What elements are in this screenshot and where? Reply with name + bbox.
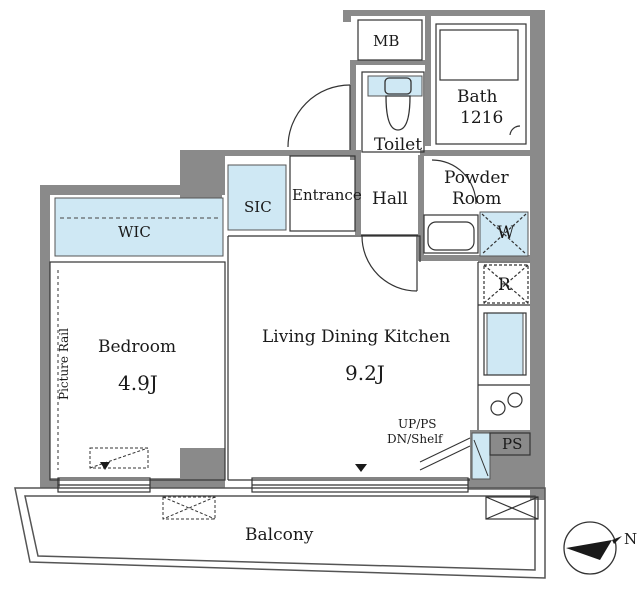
toilet-fixture [384,77,412,131]
powder-room-label-2: Room [452,189,501,209]
balcony-label: Balcony [245,525,314,545]
dn-shelf-label: DN/Shelf [387,432,444,446]
windows [57,477,469,493]
toilet-label: Toilet [374,135,422,155]
ps-shelf [471,432,491,480]
hall-label: Hall [372,189,408,209]
refrigerator-label: R [498,275,512,295]
sic-label: SIC [244,198,272,216]
bedroom-size-label: 4.9J [118,371,158,395]
ps-label: PS [502,435,522,453]
powder-room-label-1: Powder [444,168,509,188]
interior-lines [49,19,531,481]
shelf-lines [419,437,489,477]
entry-markers [100,462,367,472]
bath-size-label: 1216 [460,108,503,128]
toilet-shelf [367,75,423,97]
labels: MB Bath 1216 Toilet Powder Room Hall Ent… [57,32,522,545]
ldk-size-label: 9.2J [345,361,385,385]
bath-label: Bath [457,87,497,107]
entrance-label: Entrance [292,186,362,204]
walls [40,10,545,500]
ldk-label: Living Dining Kitchen [262,327,450,347]
picture-rail-label: Picture Rail [57,328,71,400]
ldk-window-arrow [355,464,367,472]
bedroom-window-arrow [100,462,110,470]
bedroom-label: Bedroom [98,337,176,357]
dashed-boxes [89,447,216,520]
wic-area [54,197,224,257]
door-swings [287,84,521,292]
up-ps-label: UP/PS [398,417,437,431]
washer-label: W [497,223,515,243]
compass-north-label: N [624,530,637,548]
balcony-outline [14,487,546,579]
kitchen-counter [486,312,524,376]
compass-icon: N [563,521,637,575]
outdoor-unit [485,496,539,520]
storage-areas [54,75,529,480]
wic-label: WIC [118,223,151,241]
sic-area [227,164,287,231]
mb-label: MB [373,32,399,50]
